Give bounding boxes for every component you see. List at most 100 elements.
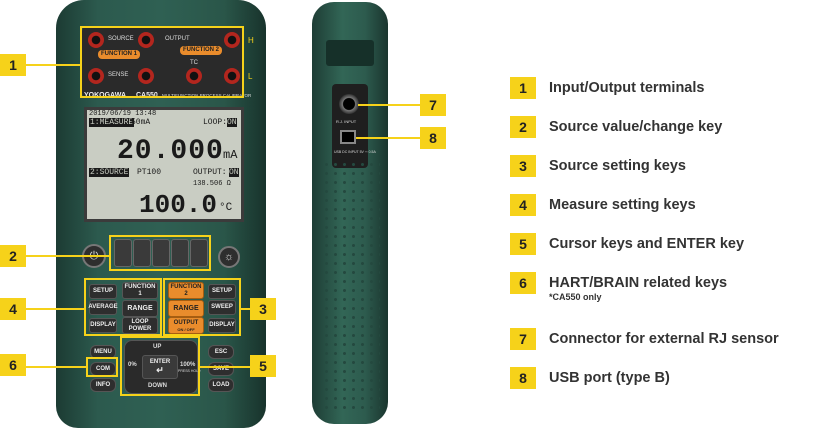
- display-left-key[interactable]: DISPLAY: [89, 318, 117, 333]
- output-key[interactable]: OUTPUT ON / OFF: [168, 317, 204, 334]
- screen-line1-range: 50mA: [131, 118, 151, 127]
- up-key[interactable]: UP: [153, 344, 162, 350]
- legend-num: 7: [510, 328, 536, 350]
- sweep-key[interactable]: SWEEP: [208, 300, 236, 315]
- screen-line1-mode: 1:MEASURE: [89, 118, 135, 127]
- legend-text: Connector for external RJ sensor: [549, 331, 779, 347]
- screen-resistance: 138.506 Ω: [193, 180, 231, 188]
- callout-6: 6: [0, 354, 26, 376]
- callout-1-leader: [26, 64, 82, 66]
- terminal-output-label: OUTPUT: [165, 36, 190, 42]
- callout-5: 5: [250, 355, 276, 377]
- legend-text: Measure setting keys: [549, 197, 696, 213]
- callout-4-box: [84, 278, 162, 336]
- backlight-button[interactable]: ☼: [218, 246, 240, 268]
- brand-logo: YOKOGAWA: [84, 92, 127, 99]
- function2-key[interactable]: FUNCTION 2: [168, 282, 204, 299]
- output-key-sub: ON / OFF: [177, 326, 195, 332]
- terminal-l[interactable]: [224, 68, 240, 84]
- screen-source-unit: °C: [219, 202, 233, 214]
- rj-label: R.J. INPUT: [336, 119, 357, 124]
- legend-num: 8: [510, 367, 536, 389]
- callout-2-box: [109, 235, 211, 271]
- legend-item-3: 3 Source setting keys: [510, 155, 686, 177]
- legend-text: Cursor keys and ENTER key: [549, 236, 745, 252]
- save-key[interactable]: SAVE: [208, 362, 234, 376]
- terminal-source-h[interactable]: [88, 32, 104, 48]
- usb-port[interactable]: [340, 130, 356, 144]
- screen-line2-mode: 2:SOURCE: [89, 168, 130, 177]
- terminal-h[interactable]: [224, 32, 240, 48]
- rj-connector[interactable]: [339, 94, 359, 114]
- terminal-tc[interactable]: [186, 68, 202, 84]
- legend-text: Input/Output terminals: [549, 80, 705, 96]
- callout-3-leader: [240, 308, 250, 310]
- display-right-key[interactable]: DISPLAY: [208, 318, 236, 333]
- enter-arrow-icon: ↵: [156, 365, 164, 375]
- terminal-source-l[interactable]: [138, 32, 154, 48]
- average-key[interactable]: AVERAGE: [88, 300, 118, 315]
- legend-item-7: 7 Connector for external RJ sensor: [510, 328, 779, 350]
- function1-label: FUNCTION 1: [98, 50, 140, 59]
- terminal-panel: [82, 26, 242, 98]
- screen-main-unit: mA: [223, 148, 238, 162]
- soft-key-3[interactable]: [152, 239, 170, 267]
- callout-3-box: [163, 278, 241, 336]
- terminal-source-label: SOURCE: [108, 36, 134, 42]
- legend-item-8: 8 USB port (type B): [510, 367, 670, 389]
- callout-2-leader: [26, 255, 110, 257]
- load-key[interactable]: LOAD: [208, 378, 234, 392]
- range-right-key[interactable]: RANGE: [168, 300, 204, 317]
- screen-loop-label: LOOP:: [203, 118, 228, 127]
- screen-output-label: OUTPUT:: [193, 168, 227, 177]
- legend-note: *CA550 only: [549, 292, 602, 302]
- legend-item-2: 2 Source value/change key: [510, 116, 722, 138]
- soft-key-2[interactable]: [133, 239, 151, 267]
- terminal-mA-in[interactable]: [88, 68, 104, 84]
- terminal-tc-label: TC: [190, 60, 198, 66]
- soft-key-5[interactable]: [190, 239, 208, 267]
- screen-line2-sensor: PT100: [137, 168, 162, 177]
- callout-4-leader: [26, 308, 84, 310]
- callout-6-leader: [26, 366, 86, 368]
- callout-1-box: [80, 26, 244, 98]
- legend-num: 5: [510, 233, 536, 255]
- press-hold-label: PRESS HOLD: [178, 369, 201, 373]
- info-key[interactable]: INFO: [90, 378, 116, 392]
- legend-text: USB port (type B): [549, 370, 670, 386]
- model-name: CA550: [136, 92, 158, 99]
- legend-item-4: 4 Measure setting keys: [510, 194, 696, 216]
- legend-num: 2: [510, 116, 536, 138]
- legend-item-1: 1 Input/Output terminals: [510, 77, 704, 99]
- down-key[interactable]: DOWN: [148, 383, 167, 389]
- enter-key-label: ENTER: [149, 359, 171, 365]
- callout-5-leader: [200, 366, 250, 368]
- function1-key[interactable]: FUNCTION 1: [122, 282, 158, 299]
- setup-left-key[interactable]: SETUP: [89, 284, 117, 299]
- setup-right-key[interactable]: SETUP: [208, 284, 236, 299]
- hundred-percent-key[interactable]: 100%: [180, 362, 196, 368]
- model-subtitle: MULTIFUNCTION PROCESS CALIBRATOR: [162, 93, 252, 98]
- esc-key[interactable]: ESC: [208, 345, 234, 359]
- callout-7-leader: [358, 104, 420, 106]
- terminal-sense-label: SENSE: [108, 72, 129, 78]
- legend-num: 3: [510, 155, 536, 177]
- callout-1: 1: [0, 54, 26, 76]
- soft-key-1[interactable]: [114, 239, 132, 267]
- callout-2: 2: [0, 245, 26, 267]
- legend-item-6: 6 HART/BRAIN related keys *CA550 only: [510, 272, 727, 302]
- usb-label: USB DC INPUT 5V ⎓ 0.5A: [334, 150, 376, 154]
- soft-key-4[interactable]: [171, 239, 189, 267]
- output-key-label: OUTPUT: [173, 319, 199, 326]
- enter-key[interactable]: ENTER ↵: [142, 355, 178, 379]
- callout-8: 8: [420, 127, 446, 149]
- callout-7: 7: [420, 94, 446, 116]
- zero-percent-key[interactable]: 0%: [128, 362, 137, 368]
- callout-5-box: [120, 336, 200, 396]
- legend-num: 6: [510, 272, 536, 294]
- terminal-input-l[interactable]: [138, 68, 154, 84]
- side-slot: [326, 40, 374, 66]
- screen-source-value: 100.0: [139, 190, 218, 220]
- loop-power-key[interactable]: LOOP POWER: [122, 317, 158, 334]
- range-left-key[interactable]: RANGE: [122, 300, 158, 317]
